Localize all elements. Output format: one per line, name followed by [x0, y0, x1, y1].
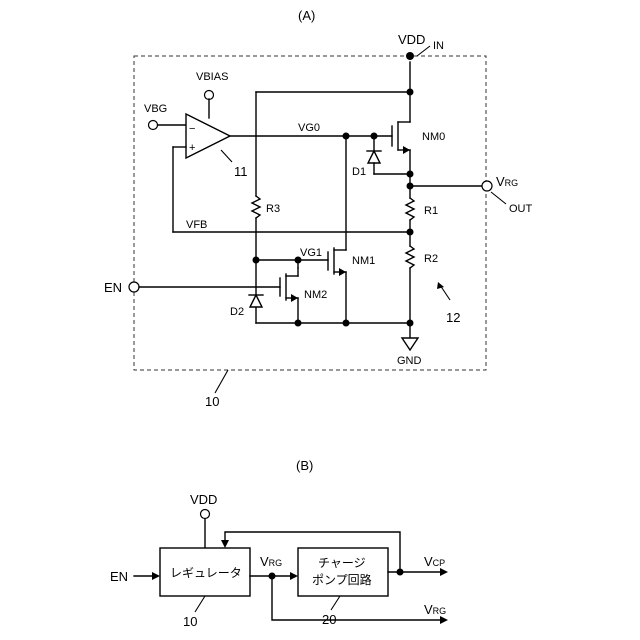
r1-resistor: [406, 198, 414, 220]
vrg-arrow-b: [290, 572, 298, 580]
nm1-label: NM1: [352, 255, 375, 267]
junction-dot: [407, 89, 414, 96]
regulator-block-label: レギュレータ: [170, 566, 242, 580]
vcp-label: VCP: [424, 554, 445, 569]
caption-b: (B): [296, 458, 313, 473]
ref-leader-10: [215, 370, 228, 393]
vbias-terminal: [205, 91, 214, 100]
d2-label: D2: [230, 306, 244, 318]
ref-label-11: 11: [234, 164, 248, 179]
ref-label-10-b: 10: [183, 614, 197, 629]
vcp-arrow: [440, 568, 448, 576]
ref-leader-10-b: [195, 596, 205, 612]
en-label-b: EN: [110, 569, 128, 584]
vbg-terminal: [149, 121, 158, 130]
in-label: IN: [433, 40, 444, 52]
r1-label: R1: [424, 205, 438, 217]
d1-diode: [368, 151, 380, 163]
ref-label-12: 12: [446, 310, 460, 325]
vg1-label: VG1: [300, 247, 322, 259]
vfb-label: VFB: [186, 219, 207, 231]
r2-label: R2: [424, 253, 438, 265]
op-amp-minus-label: −: [189, 123, 195, 135]
en-terminal: [129, 282, 139, 292]
nm0-label: NM0: [422, 131, 445, 143]
ref-leader-11: [221, 150, 232, 162]
en-arrow-b: [152, 572, 160, 580]
op-amp-plus-label: +: [189, 142, 195, 154]
vdd-node: [406, 52, 414, 60]
nm0-arrow: [403, 146, 410, 154]
en-label-a: EN: [104, 280, 122, 295]
in-leader: [417, 46, 430, 56]
ref-arrow-12: [437, 282, 444, 289]
gnd-symbol: [402, 338, 418, 350]
out-label: OUT: [509, 203, 533, 215]
out-terminal: [482, 181, 492, 191]
ref-label-10: 10: [205, 394, 219, 409]
ref-leader-20: [331, 596, 340, 610]
gnd-label: GND: [397, 355, 422, 367]
vdd-label: VDD: [398, 32, 425, 47]
vrg-out-arrow-b: [440, 616, 448, 624]
vdd-terminal-b: [201, 510, 210, 519]
vg0-label: VG0: [298, 122, 320, 134]
junction-dot: [343, 320, 350, 327]
r3-resistor: [252, 196, 260, 218]
vrg-label-a: VRG: [496, 174, 518, 189]
vbias-label: VBIAS: [196, 71, 228, 83]
d2-diode: [250, 295, 262, 307]
junction-dot: [407, 171, 414, 178]
nm2-label: NM2: [304, 289, 327, 301]
vrg-label-b: VRG: [260, 554, 282, 569]
vrg-out-label-b: VRG: [424, 602, 446, 617]
vbg-label: VBG: [144, 103, 167, 115]
vdd-label-b: VDD: [190, 492, 217, 507]
feedback-arrow-b: [221, 540, 229, 548]
nm2-arrow: [291, 294, 298, 302]
nm1-arrow: [339, 268, 346, 276]
charge-pump-label-line2: ポンプ回路: [312, 572, 372, 587]
out-leader: [491, 192, 506, 204]
d1-label: D1: [352, 166, 366, 178]
charge-pump-label-line1: チャージ: [318, 556, 366, 570]
junction-dot: [295, 320, 302, 327]
caption-a: (A): [298, 8, 315, 23]
r3-label: R3: [266, 203, 280, 215]
r2-resistor: [406, 246, 414, 268]
